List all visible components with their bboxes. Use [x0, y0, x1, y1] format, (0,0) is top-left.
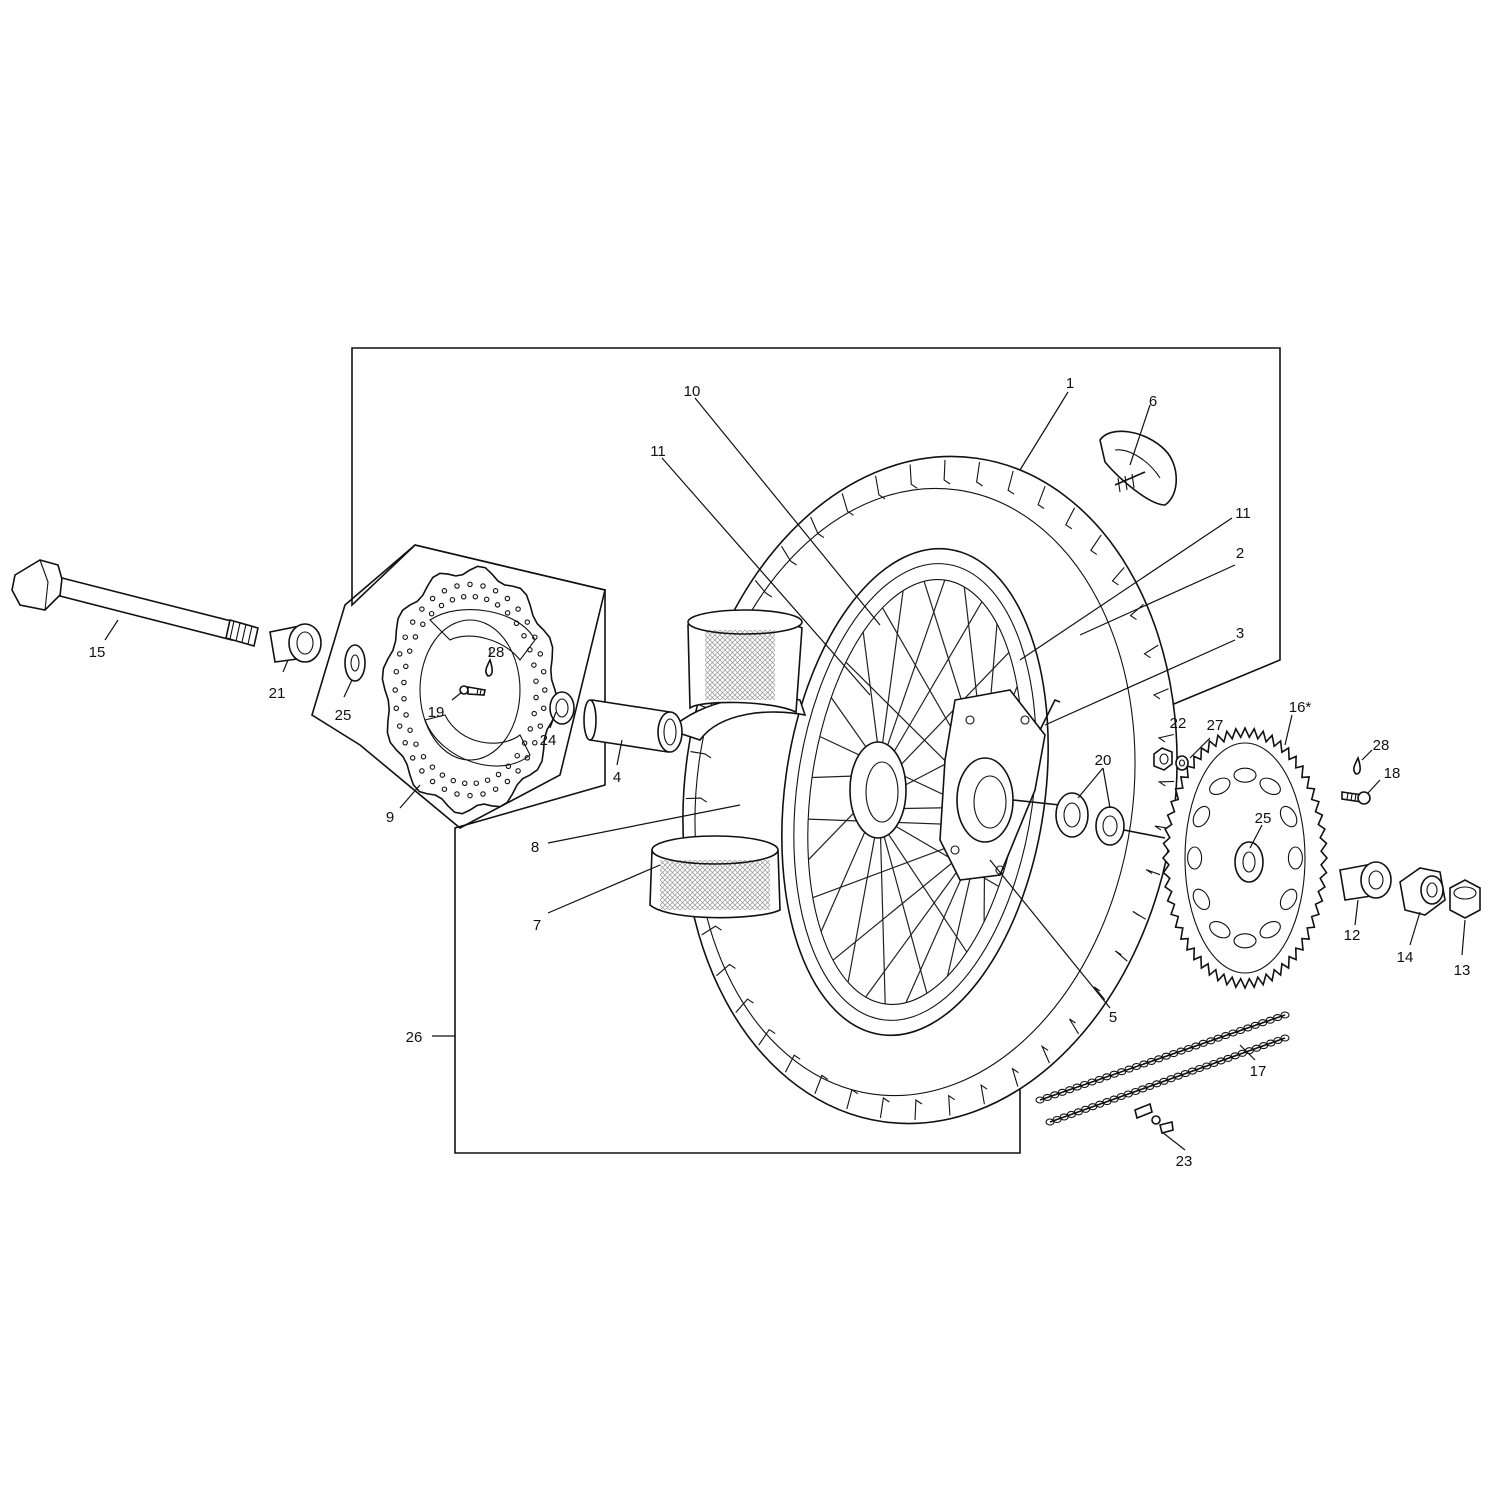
- rear-sprocket: [1161, 726, 1329, 990]
- callout-label: 28: [488, 644, 505, 661]
- callout-label: 16*: [1289, 699, 1312, 716]
- callout-label: 25: [335, 707, 352, 724]
- callout-label: 25: [1255, 810, 1272, 827]
- callout-label: 3: [1236, 625, 1244, 642]
- bearing-left: [549, 691, 575, 725]
- callout-labels: 1234567891011111213141516*17181920212223…: [89, 375, 1471, 1170]
- threadlock-drop-right: [1353, 755, 1361, 775]
- hub-bearing-1: [1055, 792, 1089, 838]
- brake-disc-frame: [311, 544, 606, 829]
- callout-label: 11: [650, 443, 666, 460]
- chain-master-link: [1134, 1102, 1174, 1134]
- hub-bearing-2: [1095, 806, 1125, 846]
- leader-lines: [104, 391, 1466, 1151]
- callout-label: 6: [1149, 393, 1157, 410]
- callout-label: 15: [89, 644, 106, 661]
- wheel-axle: [11, 559, 259, 648]
- axle-spacer-right: [1339, 861, 1392, 901]
- callout-label: 9: [386, 809, 394, 826]
- callout-label: 10: [684, 383, 701, 400]
- callout-label: 5: [1109, 1009, 1117, 1026]
- callout-label: 12: [1344, 927, 1361, 944]
- callout-label: 4: [613, 769, 621, 786]
- mousse-insert-lower: [649, 835, 781, 919]
- callout-label: 14: [1397, 949, 1414, 966]
- callout-label: 11: [1235, 505, 1251, 522]
- tyre-valve: [1039, 698, 1061, 731]
- chain-adjuster: [1399, 867, 1446, 916]
- callout-label: 1: [1066, 375, 1074, 392]
- callout-label: 28: [1373, 737, 1390, 754]
- sprocket-nut: [1153, 747, 1173, 771]
- rim-lock: [1099, 430, 1177, 506]
- disc-carrier-left: [344, 644, 366, 682]
- callout-label: 13: [1454, 962, 1471, 979]
- callout-label: 20: [1095, 752, 1112, 769]
- callout-label: 23: [1176, 1153, 1193, 1170]
- callout-label: 26: [406, 1029, 423, 1046]
- callout-label: 21: [269, 685, 286, 702]
- callout-label: 2: [1236, 545, 1244, 562]
- callout-label: 19: [428, 704, 445, 721]
- hub-spacer-tube: [583, 699, 683, 753]
- callout-label: 18: [1384, 765, 1401, 782]
- axis-line: [1123, 829, 1166, 839]
- rim-tape: [668, 695, 807, 741]
- callout-label: 8: [531, 839, 539, 856]
- drive-chain: [1035, 1011, 1290, 1126]
- sprocket-bolt: [1341, 791, 1371, 805]
- hub: [849, 689, 1061, 881]
- axle-nut: [1449, 879, 1481, 919]
- disc-bolt: [459, 685, 486, 696]
- callout-label: 27: [1207, 717, 1224, 734]
- threadlock-drop-left: [485, 657, 493, 677]
- callout-label: 17: [1250, 1063, 1267, 1080]
- callout-label: 7: [533, 917, 541, 934]
- callout-label: 24: [540, 732, 557, 749]
- axle-spacer-left: [269, 623, 322, 663]
- sprocket-washer: [1175, 755, 1189, 771]
- callout-label: 22: [1170, 715, 1187, 732]
- mousse-insert-upper: [687, 609, 803, 714]
